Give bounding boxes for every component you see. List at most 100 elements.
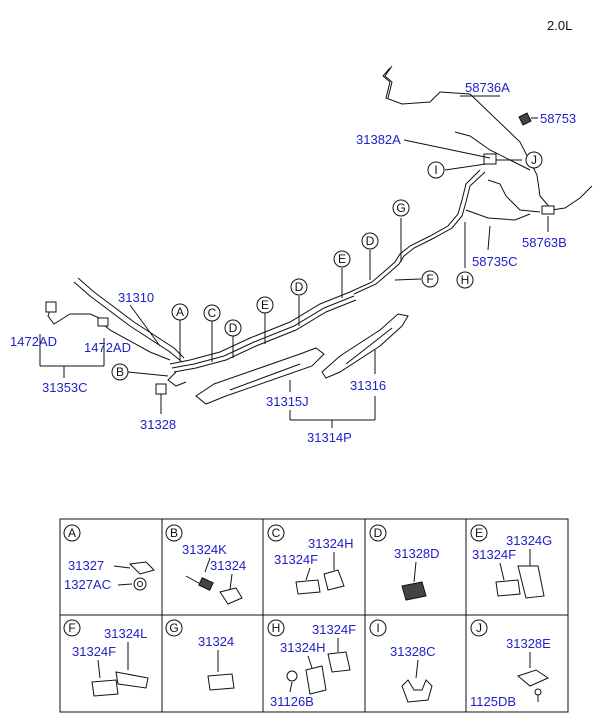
cell-h-letter: H	[272, 621, 281, 635]
marker-d-mid	[290, 278, 308, 296]
callout-31328: 31328	[140, 417, 176, 432]
marker-f-label: F	[426, 272, 433, 286]
clamp-31327-icon	[128, 561, 155, 575]
marker-j	[525, 151, 543, 169]
nut-1327ac-icon	[133, 577, 147, 591]
cell-c-part-1: 31324H	[308, 536, 354, 551]
table-cell-c: C 31324H 31324F	[267, 524, 354, 595]
marker-b	[111, 363, 129, 381]
callout-58736A: 58736A	[465, 80, 510, 95]
clip-31324h-c-icon	[323, 569, 345, 591]
bracket-31324l-icon	[115, 671, 149, 689]
marker-a	[171, 303, 189, 321]
cell-h-part-2: 31324H	[280, 640, 326, 655]
clip-31324f-f-icon	[91, 679, 119, 697]
callout-58753: 58753	[540, 111, 576, 126]
clip-31324h-h-icon	[305, 665, 327, 695]
protector-brackets	[195, 313, 409, 405]
cell-e-letter: E	[475, 526, 483, 540]
bracket-31324g-icon	[517, 565, 545, 599]
marker-j-label: J	[531, 153, 537, 167]
grommet-58753-icon	[518, 112, 532, 126]
marker-c-label: C	[208, 306, 217, 320]
cell-h-part-3: 31126B	[270, 694, 314, 709]
bracket-31328e-icon	[516, 669, 550, 687]
cell-j-part-1: 31328E	[506, 636, 551, 651]
clip-31324-g-icon	[207, 673, 235, 691]
table-cell-g: G 31324	[165, 619, 235, 691]
cell-b-part-2: 31324	[210, 558, 246, 573]
marker-d-mid-label: D	[295, 280, 304, 294]
callout-31314P: 31314P	[307, 430, 352, 445]
cell-g-letter: G	[169, 621, 178, 635]
table-cell-d: D 31328D	[369, 524, 440, 601]
callout-31315J: 31315J	[266, 394, 309, 409]
diagram-letter-markers: A B C D E D E D G F H I J	[111, 151, 543, 381]
table-cell-i: I 31328C	[369, 619, 436, 703]
callout-1472AD-right: 1472AD	[84, 340, 131, 355]
connector-58763b-icon	[541, 205, 555, 215]
cell-e-part-2: 31324F	[472, 547, 516, 562]
table-cell-b: B 31324K 31324	[165, 524, 246, 605]
marker-f	[421, 270, 439, 288]
clip-j-icon	[483, 153, 497, 165]
marker-e-right-label: E	[338, 252, 346, 266]
marker-h	[456, 271, 474, 289]
marker-d-right-label: D	[366, 234, 375, 248]
marker-b-label: B	[116, 365, 124, 379]
cell-j-part-2: 1125DB	[470, 694, 516, 709]
table-cell-h: H 31324F 31324H 31126B	[267, 619, 356, 709]
table-cell-e: E 31324G 31324F	[470, 524, 552, 599]
clip-31324f-e-icon	[495, 579, 521, 597]
clip-31328c-icon	[401, 679, 433, 703]
callout-31353C: 31353C	[42, 380, 88, 395]
marker-e-left-label: E	[261, 298, 269, 312]
main-fuel-lines	[45, 277, 357, 395]
cell-a-part-1: 31327	[68, 558, 104, 573]
marker-a-label: A	[176, 305, 184, 319]
engine-label: 2.0L	[547, 18, 572, 33]
parts-table	[59, 518, 569, 713]
cell-c-part-2: 31324F	[274, 552, 318, 567]
cell-c-letter: C	[272, 526, 281, 540]
cell-f-part-1: 31324L	[104, 626, 147, 641]
cell-a-letter: A	[68, 526, 76, 540]
cell-b-letter: B	[170, 526, 178, 540]
bolt-1125db-icon	[534, 688, 542, 696]
table-cell-a: A 31327 1327AC	[63, 524, 155, 592]
cell-a-part-2: 1327AC	[64, 577, 111, 592]
marker-e-left	[256, 296, 274, 314]
leader-lines	[39, 95, 549, 428]
clip-31324f-c-icon	[295, 579, 321, 595]
callout-58763B: 58763B	[522, 235, 567, 250]
marker-d-left-label: D	[229, 321, 238, 335]
clip-31324f-h-icon	[327, 651, 351, 673]
clip-31328-icon	[155, 383, 167, 395]
washer-31126b-icon	[286, 670, 298, 682]
cell-g-part-1: 31324	[198, 634, 234, 649]
table-cell-j: J 31328E 1125DB	[470, 619, 551, 709]
cell-e-part-1: 31324G	[506, 533, 552, 548]
marker-c	[203, 304, 221, 322]
marker-e-right	[333, 250, 351, 268]
callout-31310: 31310	[118, 290, 154, 305]
cell-f-part-2: 31324F	[72, 644, 116, 659]
clip-31324k-icon	[198, 577, 214, 591]
marker-i-label: I	[434, 163, 437, 177]
cell-h-part-1: 31324F	[312, 622, 356, 637]
top-right-fuel-line	[349, 65, 593, 295]
fitting-1472ad-right-icon	[97, 317, 109, 327]
cell-i-part-1: 31328C	[390, 644, 436, 659]
fitting-1472ad-left-icon	[45, 301, 57, 313]
table-cell-f: F 31324L 31324F	[63, 619, 149, 697]
clip-31324-b-icon	[219, 587, 243, 605]
cell-d-part-1: 31328D	[394, 546, 440, 561]
callout-31382A: 31382A	[356, 132, 401, 147]
cell-i-letter: I	[376, 621, 379, 635]
cell-b-part-1: 31324K	[182, 542, 227, 557]
marker-d-right	[361, 232, 379, 250]
cell-f-letter: F	[68, 621, 75, 635]
marker-g	[392, 199, 410, 217]
cell-d-letter: D	[374, 526, 383, 540]
